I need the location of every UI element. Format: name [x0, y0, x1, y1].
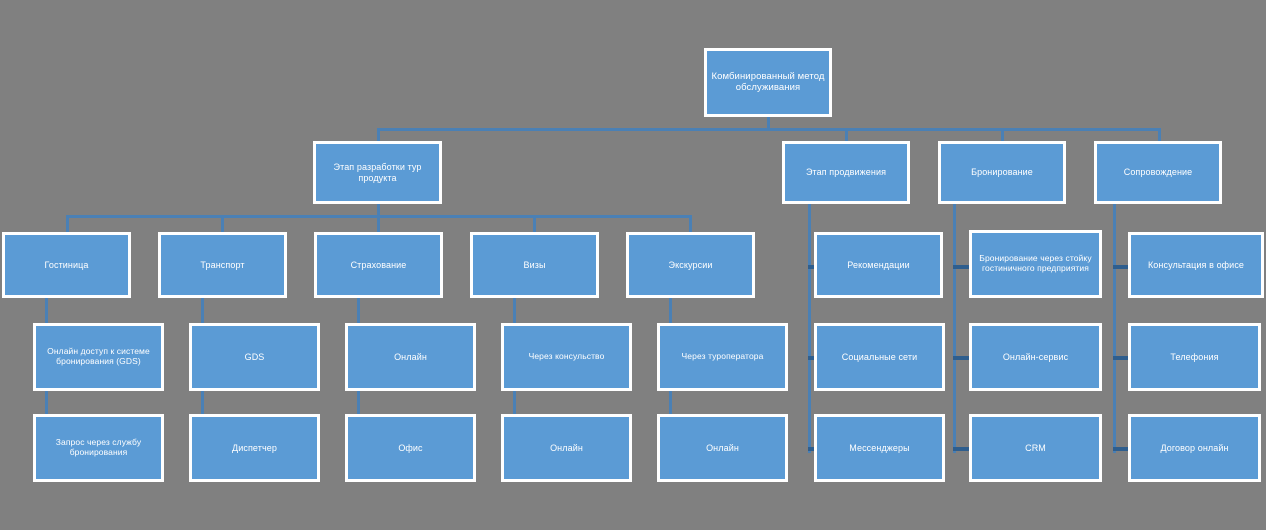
node-bronirovanie[interactable]: Бронирование — [938, 141, 1066, 204]
connector-spine-prodvizhenie — [808, 203, 811, 453]
node-online-strahovanie[interactable]: Онлайн — [345, 323, 476, 391]
node-root[interactable]: Комбинированный метод обслуживания — [704, 48, 832, 117]
node-socialnye-seti[interactable]: Социальные сети — [814, 323, 945, 391]
node-ofis[interactable]: Офис — [345, 414, 476, 482]
node-ekskursii[interactable]: Экскурсии — [626, 232, 755, 298]
connector-level3-drop-2 — [221, 215, 224, 232]
connector-level3-drop-1 — [66, 215, 69, 232]
node-strahovanie[interactable]: Страхование — [314, 232, 443, 298]
node-telefoniya[interactable]: Телефония — [1128, 323, 1261, 391]
node-crm-label: CRM — [1025, 442, 1046, 453]
node-zapros-sluzhba-bronirovaniya-label: Запрос через службу бронирования — [55, 437, 142, 457]
node-dispetcher[interactable]: Диспетчер — [189, 414, 320, 482]
node-cherez-konsulstvo[interactable]: Через консульство — [501, 323, 632, 391]
node-messendzhery[interactable]: Мессенджеры — [814, 414, 945, 482]
node-soprovozhdenie[interactable]: Сопровождение — [1094, 141, 1222, 204]
node-cherez-konsulstvo-label: Через консульство — [528, 351, 605, 362]
node-vizy-label: Визы — [523, 259, 546, 270]
connector-level2-drop-2 — [845, 128, 848, 143]
node-etap-prodvizheniya[interactable]: Этап продвижения — [782, 141, 910, 204]
node-cherez-turoperatora-label: Через туроператора — [681, 351, 764, 362]
node-online-ekskursii[interactable]: Онлайн — [657, 414, 788, 482]
node-cherez-turoperatora[interactable]: Через туроператора — [657, 323, 788, 391]
connector-stub-bronirovanie-1 — [953, 265, 975, 269]
connector-root-down — [767, 117, 770, 130]
node-soprovozhdenie-label: Сопровождение — [1123, 167, 1193, 178]
node-rekomendacii-label: Рекомендации — [847, 259, 910, 270]
node-transport[interactable]: Транспорт — [158, 232, 287, 298]
connector-spine-bronirovanie — [953, 203, 956, 453]
node-transport-label: Транспорт — [200, 259, 245, 270]
node-konsultaciya-v-ofise-label: Консультация в офисе — [1147, 259, 1245, 270]
connector-level2-bus — [377, 128, 1161, 131]
node-etap-razrabotki[interactable]: Этап разработки тур продукта — [313, 141, 442, 204]
node-online-dostup-gds-label: Онлайн доступ к системе бронирования (GD… — [47, 346, 150, 366]
connector-stub-bronirovanie-3 — [953, 447, 975, 451]
node-crm[interactable]: CRM — [969, 414, 1102, 482]
node-online-dostup-gds[interactable]: Онлайн доступ к системе бронирования (GD… — [33, 323, 164, 391]
connector-level2-drop-1 — [377, 128, 380, 143]
connector-level3-drop-4 — [533, 215, 536, 232]
node-rekomendacii[interactable]: Рекомендации — [814, 232, 943, 298]
node-gds[interactable]: GDS — [189, 323, 320, 391]
node-online-servis[interactable]: Онлайн-сервис — [969, 323, 1102, 391]
node-ofis-label: Офис — [398, 442, 423, 453]
connector-level2-drop-3 — [1001, 128, 1004, 143]
connector-level2-drop-4 — [1158, 128, 1161, 143]
node-messendzhery-label: Мессенджеры — [849, 442, 910, 453]
node-telefoniya-label: Телефония — [1170, 351, 1219, 362]
node-dogovor-online[interactable]: Договор онлайн — [1128, 414, 1261, 482]
node-vizy[interactable]: Визы — [470, 232, 599, 298]
connector-stub-soprovozhdenie-2 — [1113, 356, 1135, 360]
node-gds-label: GDS — [244, 351, 265, 362]
connector-stub-bronirovanie-2 — [953, 356, 975, 360]
node-gostinica[interactable]: Гостиница — [2, 232, 131, 298]
node-online-servis-label: Онлайн-сервис — [1002, 351, 1069, 362]
node-online-vizy[interactable]: Онлайн — [501, 414, 632, 482]
node-online-strahovanie-label: Онлайн — [394, 351, 427, 362]
node-ekskursii-label: Экскурсии — [668, 259, 713, 270]
node-online-ekskursii-label: Онлайн — [706, 442, 739, 453]
node-dogovor-online-label: Договор онлайн — [1160, 442, 1229, 453]
connector-dev-down — [377, 203, 380, 217]
node-konsultaciya-v-ofise[interactable]: Консультация в офисе — [1128, 232, 1264, 298]
node-zapros-sluzhba-bronirovaniya[interactable]: Запрос через службу бронирования — [33, 414, 164, 482]
connector-level3-drop-5 — [689, 215, 692, 232]
connector-spine-soprovozhdenie — [1113, 203, 1116, 453]
node-bronirovanie-stoika-label: Бронирование через стойку гостиничного п… — [979, 253, 1092, 273]
node-etap-razrabotki-label: Этап разработки тур продукта — [333, 162, 422, 183]
node-strahovanie-label: Страхование — [350, 259, 407, 270]
node-dispetcher-label: Диспетчер — [232, 442, 277, 453]
connector-stub-soprovozhdenie-3 — [1113, 447, 1135, 451]
node-bronirovanie-label: Бронирование — [971, 167, 1033, 178]
node-bronirovanie-stoika[interactable]: Бронирование через стойку гостиничного п… — [969, 230, 1102, 298]
node-socialnye-seti-label: Социальные сети — [841, 351, 918, 362]
node-root-label: Комбинированный метод обслуживания — [711, 70, 825, 93]
node-online-vizy-label: Онлайн — [550, 442, 583, 453]
connector-stub-soprovozhdenie-1 — [1113, 265, 1135, 269]
connector-level3-drop-3 — [377, 215, 380, 232]
node-etap-prodvizheniya-label: Этап продвижения — [805, 167, 887, 178]
node-gostinica-label: Гостиница — [44, 259, 89, 270]
